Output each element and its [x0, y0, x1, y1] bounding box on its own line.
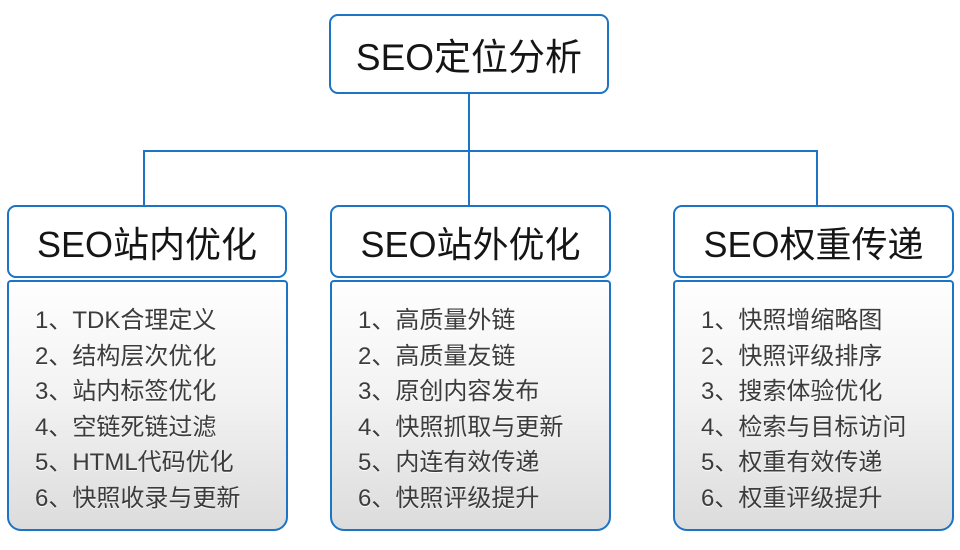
- branch-list-offsite: 1、高质量外链 2、高质量友链 3、原创内容发布 4、快照抓取与更新 5、内连有…: [330, 280, 611, 531]
- list-item: 5、HTML代码优化: [35, 449, 234, 476]
- root-node-label: SEO定位分析: [355, 37, 583, 78]
- root-node: SEO定位分析: [329, 14, 609, 94]
- connector-horizontal-line: [143, 150, 818, 152]
- branch-list-onsite: 1、TDK合理定义 2、结构层次优化 3、站内标签优化 4、空链死链过滤 5、H…: [7, 280, 288, 531]
- list-item: 6、权重评级提升: [701, 484, 883, 512]
- list-item: 1、快照增缩略图: [701, 307, 883, 334]
- list-item: 5、权重有效传递: [701, 449, 883, 476]
- branch-header-offsite: SEO站外优化: [330, 205, 611, 278]
- connector-left-drop-line: [143, 150, 145, 206]
- branch-header-weight: SEO权重传递: [673, 205, 954, 278]
- list-item: 1、TDK合理定义: [35, 307, 217, 334]
- branch-header-label: SEO站内优化: [36, 223, 258, 265]
- list-item: 3、原创内容发布: [358, 378, 540, 405]
- list-item: 2、高质量友链: [358, 342, 516, 370]
- connector-middle-drop-line: [468, 150, 470, 206]
- list-item: 3、搜索体验优化: [701, 378, 883, 405]
- list-item: 1、高质量外链: [358, 307, 516, 334]
- branch-header-label: SEO站外优化: [360, 223, 581, 265]
- list-item: 4、检索与目标访问: [701, 413, 907, 441]
- branch-header-label: SEO权重传递: [703, 223, 924, 265]
- list-item: 5、内连有效传递: [358, 449, 540, 476]
- branch-list-weight: 1、快照增缩略图 2、快照评级排序 3、搜索体验优化 4、检索与目标访问 5、权…: [673, 280, 954, 531]
- list-item: 6、快照评级提升: [358, 484, 540, 512]
- connector-root-drop-line: [468, 94, 470, 152]
- list-item: 2、结构层次优化: [35, 342, 217, 370]
- list-item: 4、快照抓取与更新: [358, 413, 564, 441]
- connector-right-drop-line: [816, 150, 818, 206]
- list-item: 4、空链死链过滤: [35, 413, 217, 441]
- branch-header-onsite: SEO站内优化: [7, 205, 287, 278]
- list-item: 2、快照评级排序: [701, 342, 883, 370]
- list-item: 3、站内标签优化: [35, 378, 217, 405]
- list-item: 6、快照收录与更新: [35, 484, 241, 512]
